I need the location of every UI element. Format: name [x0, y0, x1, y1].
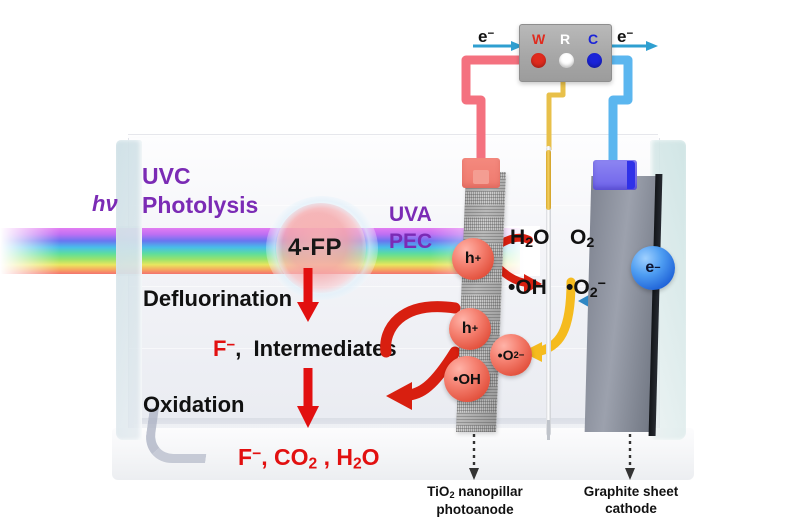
- photon-energy-symbol: hν: [92, 191, 118, 216]
- electron-flow-label-left: e−: [478, 27, 495, 46]
- water-species: H2O: [510, 226, 550, 252]
- defluorination-label: Defluorination: [143, 286, 293, 311]
- reference-terminal-letter: R: [560, 31, 571, 47]
- fluoride-ion-final: F: [238, 444, 253, 470]
- fluoride-charge-intermediates: −: [226, 336, 236, 354]
- cathode-clip-highlight: [627, 161, 635, 189]
- hole-sphere-1: h+: [452, 238, 494, 280]
- potentiostat-device[interactable]: W R C: [519, 24, 612, 82]
- working-terminal-letter: W: [532, 31, 546, 47]
- oxidation-label: Oxidation: [143, 392, 245, 417]
- water-product: H: [336, 444, 353, 470]
- reference-electrode-tip: [547, 420, 550, 440]
- water-product-subscript: 2: [352, 455, 362, 473]
- solution-band: [129, 205, 657, 206]
- 4fp-molecule-halo: [266, 196, 378, 300]
- final-comma-1: ,: [261, 444, 268, 470]
- hydroxyl-radical-sphere: •OH: [444, 356, 490, 402]
- final-products-row: F−, CO2 , H2O: [238, 444, 380, 473]
- water-product-tail: O: [361, 444, 380, 470]
- beam-fade-left: [0, 226, 60, 276]
- carbon-dioxide-subscript: 2: [308, 455, 318, 473]
- superoxide-subscript: 2: [513, 349, 519, 361]
- reference-electrode-body: [546, 150, 551, 210]
- working-terminal-port[interactable]: [531, 53, 546, 68]
- carbon-dioxide: CO: [273, 444, 309, 470]
- reference-terminal-port[interactable]: [559, 53, 574, 68]
- 4fp-label: 4-FP: [288, 234, 343, 261]
- hole-charge-1: +: [474, 253, 482, 265]
- intermediates-row: F−, Intermediates: [213, 336, 397, 362]
- hole-label-2: h: [461, 320, 472, 337]
- hole-sphere-2: h+: [449, 308, 491, 350]
- fluoride-ion-intermediates: F: [213, 336, 227, 361]
- hydroxyl-radical-label: •OH: [453, 370, 481, 388]
- intermediates-comma: ,: [235, 336, 242, 361]
- superoxide-label: •O: [497, 347, 514, 363]
- counter-terminal-letter: C: [588, 31, 599, 47]
- final-comma-2: ,: [323, 444, 330, 470]
- uva-label: UVA: [389, 203, 432, 226]
- superoxide-radical-species: •O2−: [566, 276, 606, 302]
- oxygen-species: O2: [570, 226, 595, 252]
- reference-electrode: [546, 146, 551, 436]
- electron-charge: −: [654, 262, 661, 274]
- superoxide-charge: −: [518, 349, 525, 361]
- anode-clip-notch: [473, 170, 489, 184]
- hole-label-1: h: [464, 250, 475, 267]
- fluoride-charge-final: −: [252, 445, 262, 463]
- vessel-left-glass-pane: [116, 140, 142, 440]
- vessel-base: [112, 428, 694, 480]
- electron-sphere: e−: [631, 246, 675, 290]
- hole-charge-2: +: [471, 323, 479, 335]
- solution-band: [129, 286, 657, 287]
- intermediates-label: Intermediates: [253, 336, 397, 361]
- counter-terminal-port[interactable]: [587, 53, 602, 68]
- photolysis-label: Photolysis: [142, 192, 259, 218]
- cathode-caption: Graphite sheet cathode: [583, 484, 679, 516]
- uvc-label: UVC: [142, 163, 191, 189]
- pec-label: PEC: [389, 230, 433, 253]
- electron-label: e: [645, 259, 655, 276]
- hydroxyl-radical-species: •OH: [508, 276, 547, 299]
- anode-caption: TiO2 nanopillar photoanode: [427, 484, 523, 517]
- electron-flow-label-right: e−: [617, 27, 634, 46]
- graphite-sheet-cathode: [584, 176, 660, 432]
